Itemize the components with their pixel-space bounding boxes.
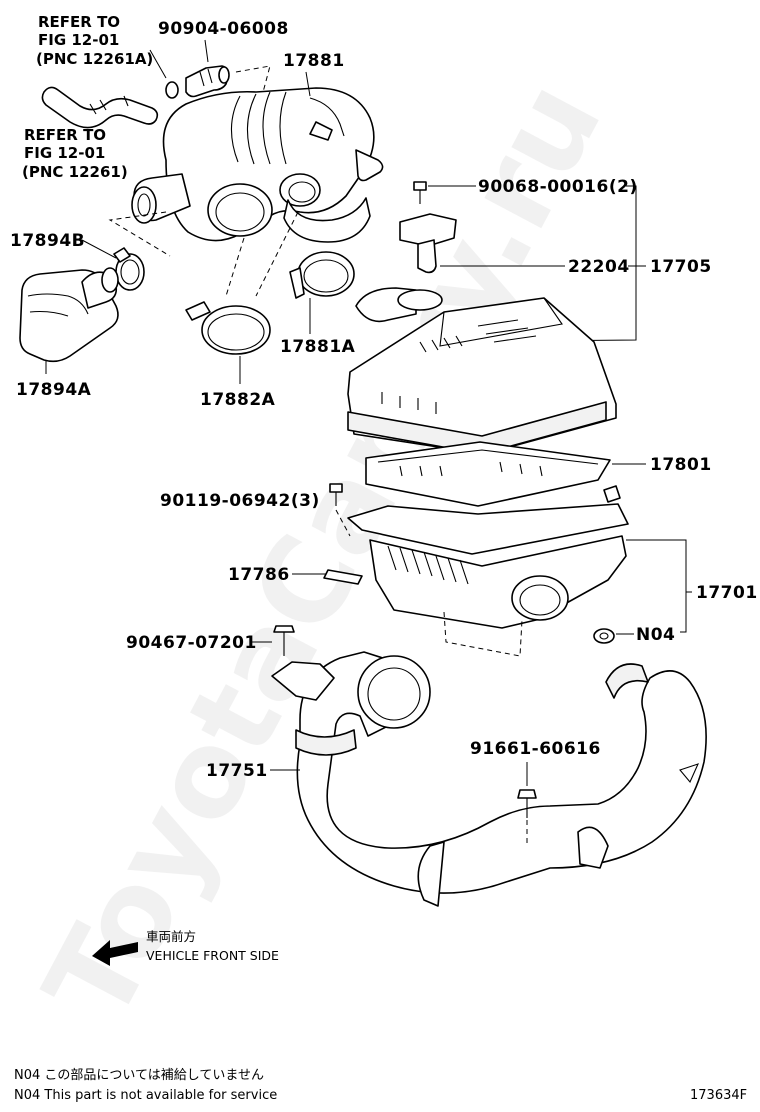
direction-label-jp: 車両前方 xyxy=(146,929,196,944)
reference-line: (PNC 12261A) xyxy=(36,50,153,68)
note-jp: N04 この部品については補給していません xyxy=(14,1068,264,1083)
reference-block-1: REFER TO FIG 12-01 (PNC 12261A) xyxy=(36,13,153,68)
direction-label-en: VEHICLE FRONT SIDE xyxy=(146,948,279,963)
part-label-17881A[interactable]: 17881A xyxy=(280,337,356,357)
clamp-17894B xyxy=(113,247,145,291)
reference-line: (PNC 12261) xyxy=(22,163,128,181)
figure-id: 173634F xyxy=(690,1088,747,1103)
note-en: N04 This part is not available for servi… xyxy=(14,1088,277,1103)
part-label-90119-06942[interactable]: 90119-06942(3) xyxy=(160,491,320,511)
clamp-17882A xyxy=(185,301,271,355)
mass-air-flow-sensor-22204 xyxy=(399,213,457,274)
clip-90467 xyxy=(273,625,295,656)
reference-line: FIG 12-01 xyxy=(38,31,119,49)
part-label-17751[interactable]: 17751 xyxy=(206,761,268,781)
vent-fitting xyxy=(185,65,230,98)
reference-line: FIG 12-01 xyxy=(24,144,105,162)
part-label-17894B[interactable]: 17894B xyxy=(10,231,85,251)
reference-line: REFER TO xyxy=(38,13,120,31)
reference-line: REFER TO xyxy=(24,126,106,144)
part-label-90904-06008[interactable]: 90904-06008 xyxy=(158,19,289,39)
clamp-17881A xyxy=(289,251,355,299)
part-label-17882A[interactable]: 17882A xyxy=(200,390,276,410)
part-label-90467-07201[interactable]: 90467-07201 xyxy=(126,633,257,653)
grommet-N04 xyxy=(593,628,615,644)
resonator-17894A xyxy=(19,267,119,363)
part-label-17701[interactable]: 17701 xyxy=(696,583,758,603)
part-label-17705[interactable]: 17705 xyxy=(650,257,712,277)
screw-90119 xyxy=(329,483,343,506)
part-label-91661-60616[interactable]: 91661-60616 xyxy=(470,739,601,759)
part-label-17894A[interactable]: 17894A xyxy=(16,380,92,400)
part-label-N04[interactable]: N04 xyxy=(636,625,675,645)
part-label-90068-00016[interactable]: 90068-00016(2) xyxy=(478,177,638,197)
part-label-17881[interactable]: 17881 xyxy=(283,51,345,71)
reference-block-2: REFER TO FIG 12-01 (PNC 12261) xyxy=(22,126,128,181)
intake-pipe-17751 xyxy=(271,651,707,907)
hose-clip xyxy=(165,81,179,99)
intake-hose-17881 xyxy=(131,87,384,243)
air-cleaner-cover xyxy=(347,287,617,455)
filter-element-17801 xyxy=(365,441,611,507)
vent-hose xyxy=(41,86,159,129)
part-label-22204[interactable]: 22204 xyxy=(568,257,630,277)
bracket-17786 xyxy=(323,569,363,585)
air-cleaner-case xyxy=(347,485,629,629)
part-label-17801[interactable]: 17801 xyxy=(650,455,712,475)
bolt-91661 xyxy=(517,789,537,818)
screw-90068 xyxy=(413,181,427,204)
part-label-17786[interactable]: 17786 xyxy=(228,565,290,585)
vehicle-front-arrow-icon xyxy=(92,940,138,966)
